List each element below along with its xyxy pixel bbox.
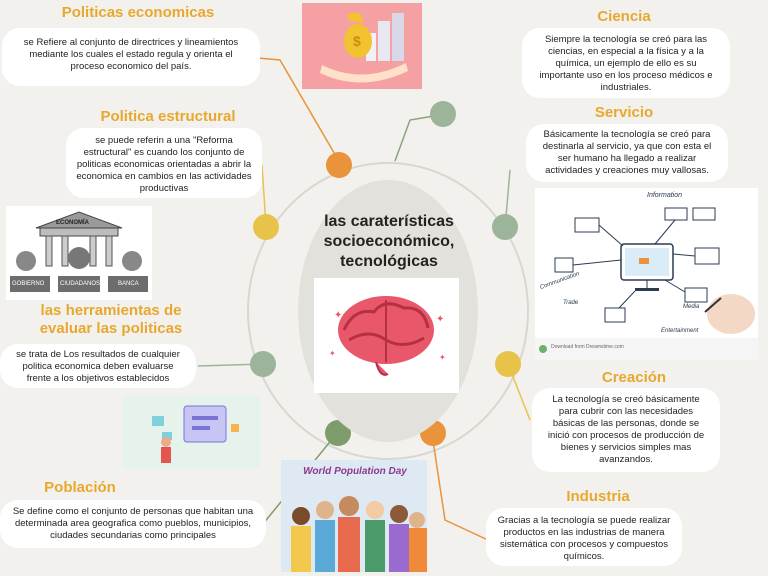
money-hand-image: $: [302, 3, 422, 89]
economy-cartoon-image: ECONOMÍA GOBIERNO CIUDADANOS BANCA: [6, 206, 152, 300]
servicio-text: Básicamente la tecnología se creó para d…: [526, 124, 728, 182]
politica-estructural-title: Politica estructural: [100, 108, 236, 125]
poblacion-text: Se define como el conjunto de personas q…: [0, 500, 266, 548]
herramientas-text: se trata de Los resultados de cualquier …: [0, 344, 196, 388]
node-dot-politica-estructural: [253, 214, 279, 240]
cartoon-label-ciudadanos: CIUDADANOS: [60, 281, 101, 287]
tech-label-entertainment: Entertainment: [661, 328, 699, 334]
population-banner: World Population Day: [303, 466, 407, 477]
industria-title: Industria: [566, 488, 630, 505]
creacion-text: La tecnología se creó básicamente para c…: [532, 388, 720, 472]
central-title-line-2: socioeconómico,: [323, 233, 455, 250]
politicas-economicas-title: Politicas economicas: [61, 4, 215, 21]
industria-text: Gracias a la tecnología se puede realiza…: [486, 508, 682, 566]
ciencia-text: Siempre la tecnología se creó para las c…: [522, 28, 730, 98]
creacion-title: Creación: [601, 369, 667, 386]
poblacion-title: Población: [44, 479, 116, 496]
central-title-line-1: las caraterísticas: [324, 213, 454, 230]
cartoon-label-economia: ECONOMÍA: [56, 220, 89, 226]
presentation-image: [122, 396, 260, 468]
servicio-title: Servicio: [594, 104, 654, 121]
people-group-icon: [291, 496, 427, 572]
svg-text:✦: ✦: [334, 310, 342, 321]
government-building-icon: [10, 211, 148, 292]
money-hand-icon: $: [320, 12, 408, 83]
herramientas-title-line-2: evaluar las politicas: [39, 320, 183, 337]
node-dot-servicio: [492, 214, 518, 240]
tech-label-media: Media: [683, 304, 700, 310]
ciencia-title: Ciencia: [597, 8, 651, 25]
technology-sketch-image: Information Communication Media Entertai…: [535, 188, 758, 360]
politicas-economicas-text: se Refiere al conjunto de directrices y …: [2, 28, 260, 86]
node-dot-ciencia: [430, 101, 456, 127]
svg-text:✦: ✦: [439, 353, 446, 362]
politica-estructural-text: se puede referin a una "Reforma estructu…: [66, 128, 262, 198]
technology-network-icon: [535, 207, 758, 360]
cartoon-label-gobierno: GOBIERNO: [12, 281, 45, 287]
brain-icon: ✦ ✦ ✦ ✦: [329, 296, 446, 376]
tech-label-trade: Trade: [563, 300, 579, 306]
node-dot-politicas-economicas: [326, 152, 352, 178]
central-title-line-3: tecnológicas: [340, 253, 438, 270]
svg-text:✦: ✦: [329, 349, 336, 358]
herramientas-title: las herramientas de evaluar las politica…: [4, 302, 218, 338]
cartoon-label-banca: BANCA: [118, 281, 139, 287]
presentation-icon: [152, 405, 239, 463]
tech-label-information: Information: [647, 192, 683, 199]
node-dot-herramientas: [250, 351, 276, 377]
central-title: las caraterísticas socioeconómico, tecno…: [296, 212, 482, 272]
svg-text:$: $: [353, 33, 361, 49]
brain-image: ✦ ✦ ✦ ✦: [314, 278, 459, 393]
herramientas-title-line-1: las herramientas de: [40, 302, 182, 319]
tech-image-credit: Download from Dreamstime.com: [551, 344, 624, 350]
population-image: World Population Day: [281, 460, 427, 572]
node-dot-creacion: [495, 351, 521, 377]
svg-text:✦: ✦: [436, 314, 444, 325]
